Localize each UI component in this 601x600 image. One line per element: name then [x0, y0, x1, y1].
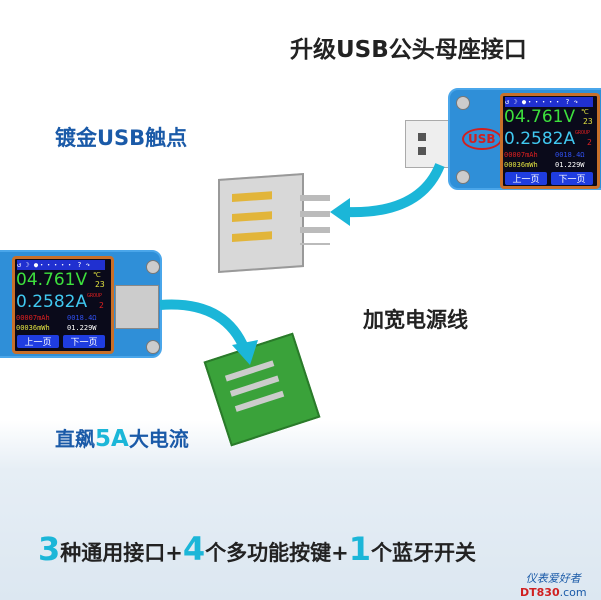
arrow-to-green-connector	[159, 299, 250, 353]
arrow-head	[330, 198, 350, 226]
temp-unit: ℃	[93, 271, 101, 279]
slogan-part: 种通用接口+	[60, 541, 183, 565]
slogan-part: 个多功能按键+	[205, 541, 349, 565]
status-icons: ↺ ☽ ●・・・・・ ? ↷	[505, 97, 593, 107]
next-page-button[interactable]: 下一页	[63, 335, 105, 348]
group-value: 2	[99, 301, 104, 310]
status-icons: ↺ ☽ ●・・・・・ ? ↷	[17, 260, 105, 270]
watermark-cn: 仪表爱好者	[525, 572, 581, 585]
meter-screen-right: ↺ ☽ ●・・・・・ ? ↷ 04.761V ℃ 23 0.2582A GROU…	[500, 93, 600, 189]
prev-page-button[interactable]: 上一页	[505, 172, 547, 185]
mwh-readout: 00036mWh	[16, 324, 50, 332]
gold-contact-heading: 镀金USB触点	[55, 126, 188, 150]
screw	[456, 170, 470, 184]
current-readout: 0.2582A	[504, 129, 576, 149]
ohm-readout: 0018.4Ω	[555, 151, 585, 159]
group-value: 2	[587, 138, 592, 147]
watermark: 仪表爱好者 DT830.com	[520, 570, 587, 599]
group-label: GROUP	[575, 130, 591, 136]
voltage-readout: 04.761V	[16, 270, 88, 290]
slogan-part: 个蓝牙开关	[371, 541, 477, 565]
current-heading: 直飙5A大电流	[55, 423, 189, 452]
current-highlight: 5A	[95, 426, 129, 452]
temp-unit: ℃	[581, 108, 589, 116]
screw	[146, 260, 160, 274]
current-readout: 0.2582A	[16, 292, 88, 312]
prev-page-button[interactable]: 上一页	[17, 335, 59, 348]
connector-pins-gray	[300, 195, 330, 245]
current-pre: 直飙	[55, 427, 95, 451]
count-bluetooth: 1	[348, 530, 372, 568]
arrow-to-gray-connector	[344, 162, 445, 218]
screw	[146, 340, 160, 354]
voltage-readout: 04.761V	[504, 107, 576, 127]
meter-screen-left: ↺ ☽ ●・・・・・ ? ↷ 04.761V ℃ 23 0.2582A GROU…	[12, 256, 114, 354]
next-page-button[interactable]: 下一页	[551, 172, 593, 185]
usb-a-port	[115, 285, 159, 329]
watt-readout: 01.229W	[67, 324, 97, 332]
count-interfaces: 3	[38, 530, 61, 568]
screw	[456, 96, 470, 110]
mah-readout: 00007mAh	[16, 314, 50, 322]
watermark-site: DT830.com	[520, 586, 587, 599]
count-buttons: 4	[182, 530, 206, 568]
wide-power-heading: 加宽电源线	[363, 308, 468, 332]
mwh-readout: 00036mWh	[504, 161, 538, 169]
ohm-readout: 0018.4Ω	[67, 314, 97, 322]
bottom-slogan: 3种通用接口+4个多功能按键+1个蓝牙开关	[38, 530, 476, 568]
arrow-head	[232, 340, 258, 365]
temp-value: 23	[583, 117, 593, 126]
current-post: 大电流	[128, 427, 189, 451]
mah-readout: 00007mAh	[504, 151, 538, 159]
group-label: GROUP	[87, 293, 103, 299]
upgrade-heading: 升级USB公头母座接口	[290, 37, 527, 63]
temp-value: 23	[95, 280, 105, 289]
watt-readout: 01.229W	[555, 161, 585, 169]
